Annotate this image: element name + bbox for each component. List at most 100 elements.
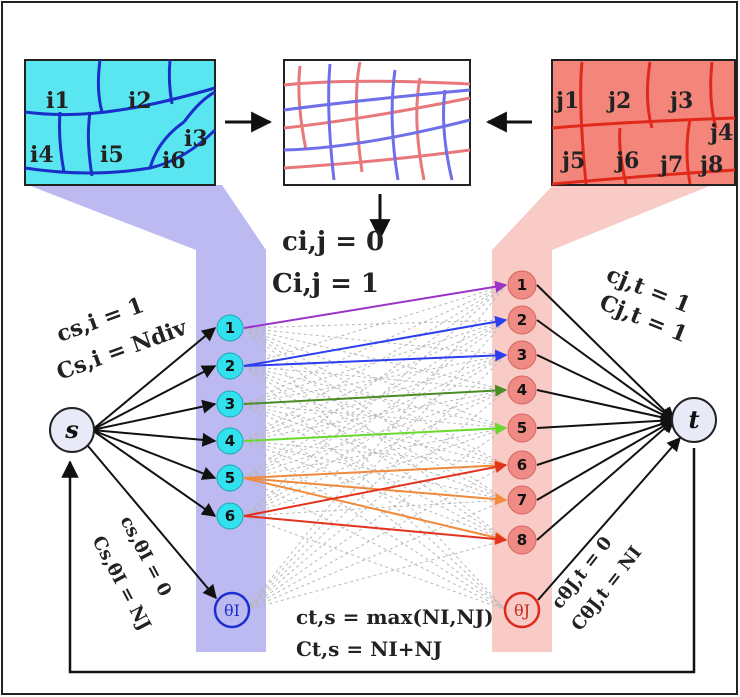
colored-edge	[243, 459, 508, 479]
dashed-edge	[243, 327, 507, 429]
left-cell-panel	[24, 59, 217, 186]
colored-edge	[243, 349, 508, 367]
dashed-edge	[243, 440, 507, 611]
dashed-edge	[243, 403, 507, 429]
colored-edge	[243, 477, 508, 544]
colored-edge	[243, 515, 508, 545]
dashed-edge	[243, 440, 507, 466]
dashed-edge	[243, 327, 507, 611]
right-node: 4	[507, 375, 537, 405]
sink-edge	[536, 354, 676, 421]
dashed-edge	[243, 354, 507, 405]
cell-label-i4: i4	[30, 142, 54, 168]
sink-node: t	[671, 397, 717, 443]
left-node-label: 1	[225, 319, 235, 337]
dashed-edge	[243, 403, 507, 501]
cell-label-j5: j5	[560, 148, 585, 174]
colored-edge	[243, 315, 508, 367]
dashed-edge	[245, 354, 507, 611]
right-node-circle	[507, 305, 537, 335]
left-node-circle	[216, 352, 244, 380]
source-node: s	[49, 407, 95, 453]
theta-sink-edge	[537, 436, 681, 601]
dashed-edge	[243, 515, 507, 611]
theta-left-label: θI	[224, 601, 240, 620]
sink-edge	[536, 417, 676, 466]
colored-edges	[243, 280, 508, 545]
sink-label: t	[688, 405, 699, 434]
sink-edge	[536, 319, 676, 421]
right-node: 5	[507, 413, 537, 443]
source-theta-edge	[87, 445, 217, 600]
right-node-circle	[507, 270, 537, 300]
left-node: 3	[216, 390, 244, 418]
right-node-circle	[507, 340, 537, 370]
dashed-edge	[245, 464, 507, 611]
dashed-edge	[243, 365, 507, 501]
right-node-label: 6	[517, 456, 527, 474]
cell-label-j4: j4	[708, 120, 733, 146]
source-edge	[91, 327, 217, 431]
dashed-edge	[243, 477, 507, 611]
dashed-edge	[243, 499, 507, 517]
dashed-edge	[243, 365, 507, 391]
right-node: 8	[507, 525, 537, 555]
source-edge	[91, 399, 217, 431]
dashed-edge	[243, 403, 507, 541]
right-node-label: 3	[517, 346, 527, 364]
right-node-label: 7	[517, 491, 527, 509]
dashed-edge	[243, 327, 507, 501]
label-C-ts: Ct,s = NI+NJ	[296, 637, 442, 661]
dashed-edge	[245, 319, 507, 611]
right-panel-labels: j1 j2 j3 j4 j5 j6 j7 j8	[554, 88, 733, 178]
dashed-edge	[243, 327, 507, 356]
feedback-edge-t-to-s	[61, 448, 696, 674]
left-node-circle	[216, 502, 244, 530]
dashed-edge	[243, 284, 507, 479]
dashed-edge	[243, 284, 507, 517]
left-node: 2	[216, 352, 244, 380]
source-label: s	[64, 415, 79, 444]
cell-label-j2: j2	[606, 88, 631, 114]
dashed-edge	[243, 319, 507, 479]
left-node-label: 3	[225, 395, 235, 413]
right-node: 2	[507, 305, 537, 335]
dashed-edge	[245, 499, 507, 611]
colored-edge	[243, 422, 508, 442]
source-edge	[91, 429, 217, 480]
colored-edge	[243, 384, 508, 405]
right-node: 3	[507, 340, 537, 370]
source-edge	[91, 365, 217, 431]
left-node: 6	[216, 502, 244, 530]
sink-edge	[536, 413, 676, 429]
right-node-circle	[507, 375, 537, 405]
right-node-label: 8	[517, 531, 527, 549]
dashed-edge	[243, 319, 507, 517]
sink-edge	[536, 419, 676, 501]
theta-right-node: θJ	[503, 591, 541, 629]
cell-label-i2: i2	[128, 88, 152, 114]
right-node-label: 5	[517, 419, 527, 437]
cell-label-j6: j6	[614, 148, 639, 174]
cell-label-i3: i3	[184, 126, 208, 152]
cell-label-j3: j3	[668, 88, 693, 114]
colored-edge	[243, 280, 508, 329]
dashed-edge	[243, 284, 507, 442]
source-sink-edges	[87, 284, 681, 601]
dashed-edge	[243, 319, 507, 405]
dashed-edge	[243, 284, 507, 367]
right-node-circle	[507, 525, 537, 555]
dashed-edge	[245, 427, 507, 611]
left-band	[28, 185, 266, 652]
colored-edge	[243, 461, 508, 517]
right-node-label: 2	[517, 311, 527, 329]
sink-edge	[536, 284, 675, 421]
right-node-label: 4	[517, 381, 527, 399]
left-node-label: 6	[225, 507, 235, 525]
left-node-circle	[216, 464, 244, 492]
sink-edge	[536, 389, 676, 425]
source-edge	[91, 429, 217, 447]
